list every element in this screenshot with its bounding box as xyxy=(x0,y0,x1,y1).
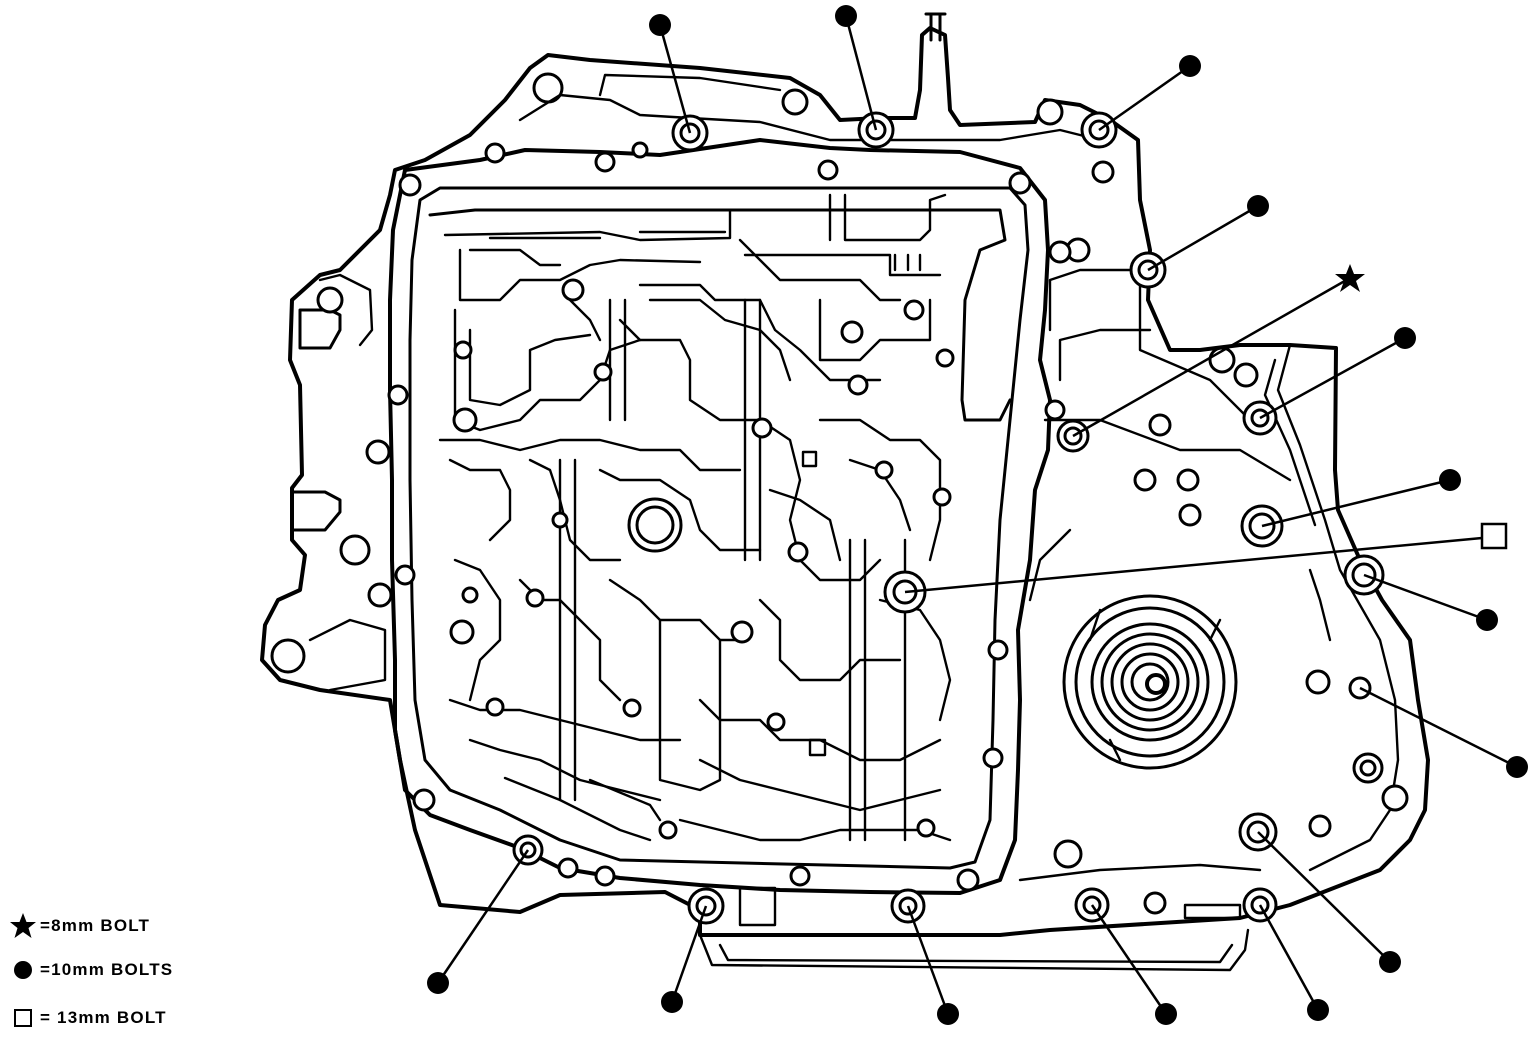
callout-dot xyxy=(427,972,449,994)
legend-item-10mm: =10mm BOLTS xyxy=(6,956,173,984)
legend-label: =10mm BOLTS xyxy=(40,960,174,979)
bolt-head xyxy=(857,111,895,149)
callout-dot xyxy=(1394,327,1416,349)
valve-body-channels xyxy=(428,193,1012,842)
callout-dot xyxy=(835,5,857,27)
callout-square xyxy=(1480,522,1508,550)
pan-flange xyxy=(387,138,1066,895)
callout-dot xyxy=(1506,756,1528,778)
callout-markers xyxy=(427,5,1528,1025)
callout-dot xyxy=(1379,951,1401,973)
bolt-head xyxy=(1242,400,1278,436)
callout-dot xyxy=(1307,999,1329,1021)
callout-dot xyxy=(661,991,683,1013)
callout-dot xyxy=(1155,1003,1177,1025)
legend-item-8mm: =8mm BOLT xyxy=(6,912,150,940)
bolt-head xyxy=(1352,752,1384,784)
callout-dot xyxy=(649,14,671,36)
callout-dot xyxy=(1179,55,1201,77)
legend-label: =8mm BOLT xyxy=(40,916,151,935)
callout-dot xyxy=(1439,469,1461,491)
leader-lines xyxy=(436,15,1518,1015)
callout-star xyxy=(1335,264,1365,292)
legend-label: = 13mm BOLT xyxy=(40,1008,167,1027)
callout-dot xyxy=(1476,609,1498,631)
callout-dot xyxy=(937,1003,959,1025)
star-icon xyxy=(6,912,40,940)
legend-item-13mm: = 13mm BOLT xyxy=(6,1004,167,1032)
square-icon xyxy=(14,1009,32,1027)
converter-housing xyxy=(1018,160,1409,920)
callout-dot xyxy=(1247,195,1269,217)
dot-icon xyxy=(14,961,32,979)
